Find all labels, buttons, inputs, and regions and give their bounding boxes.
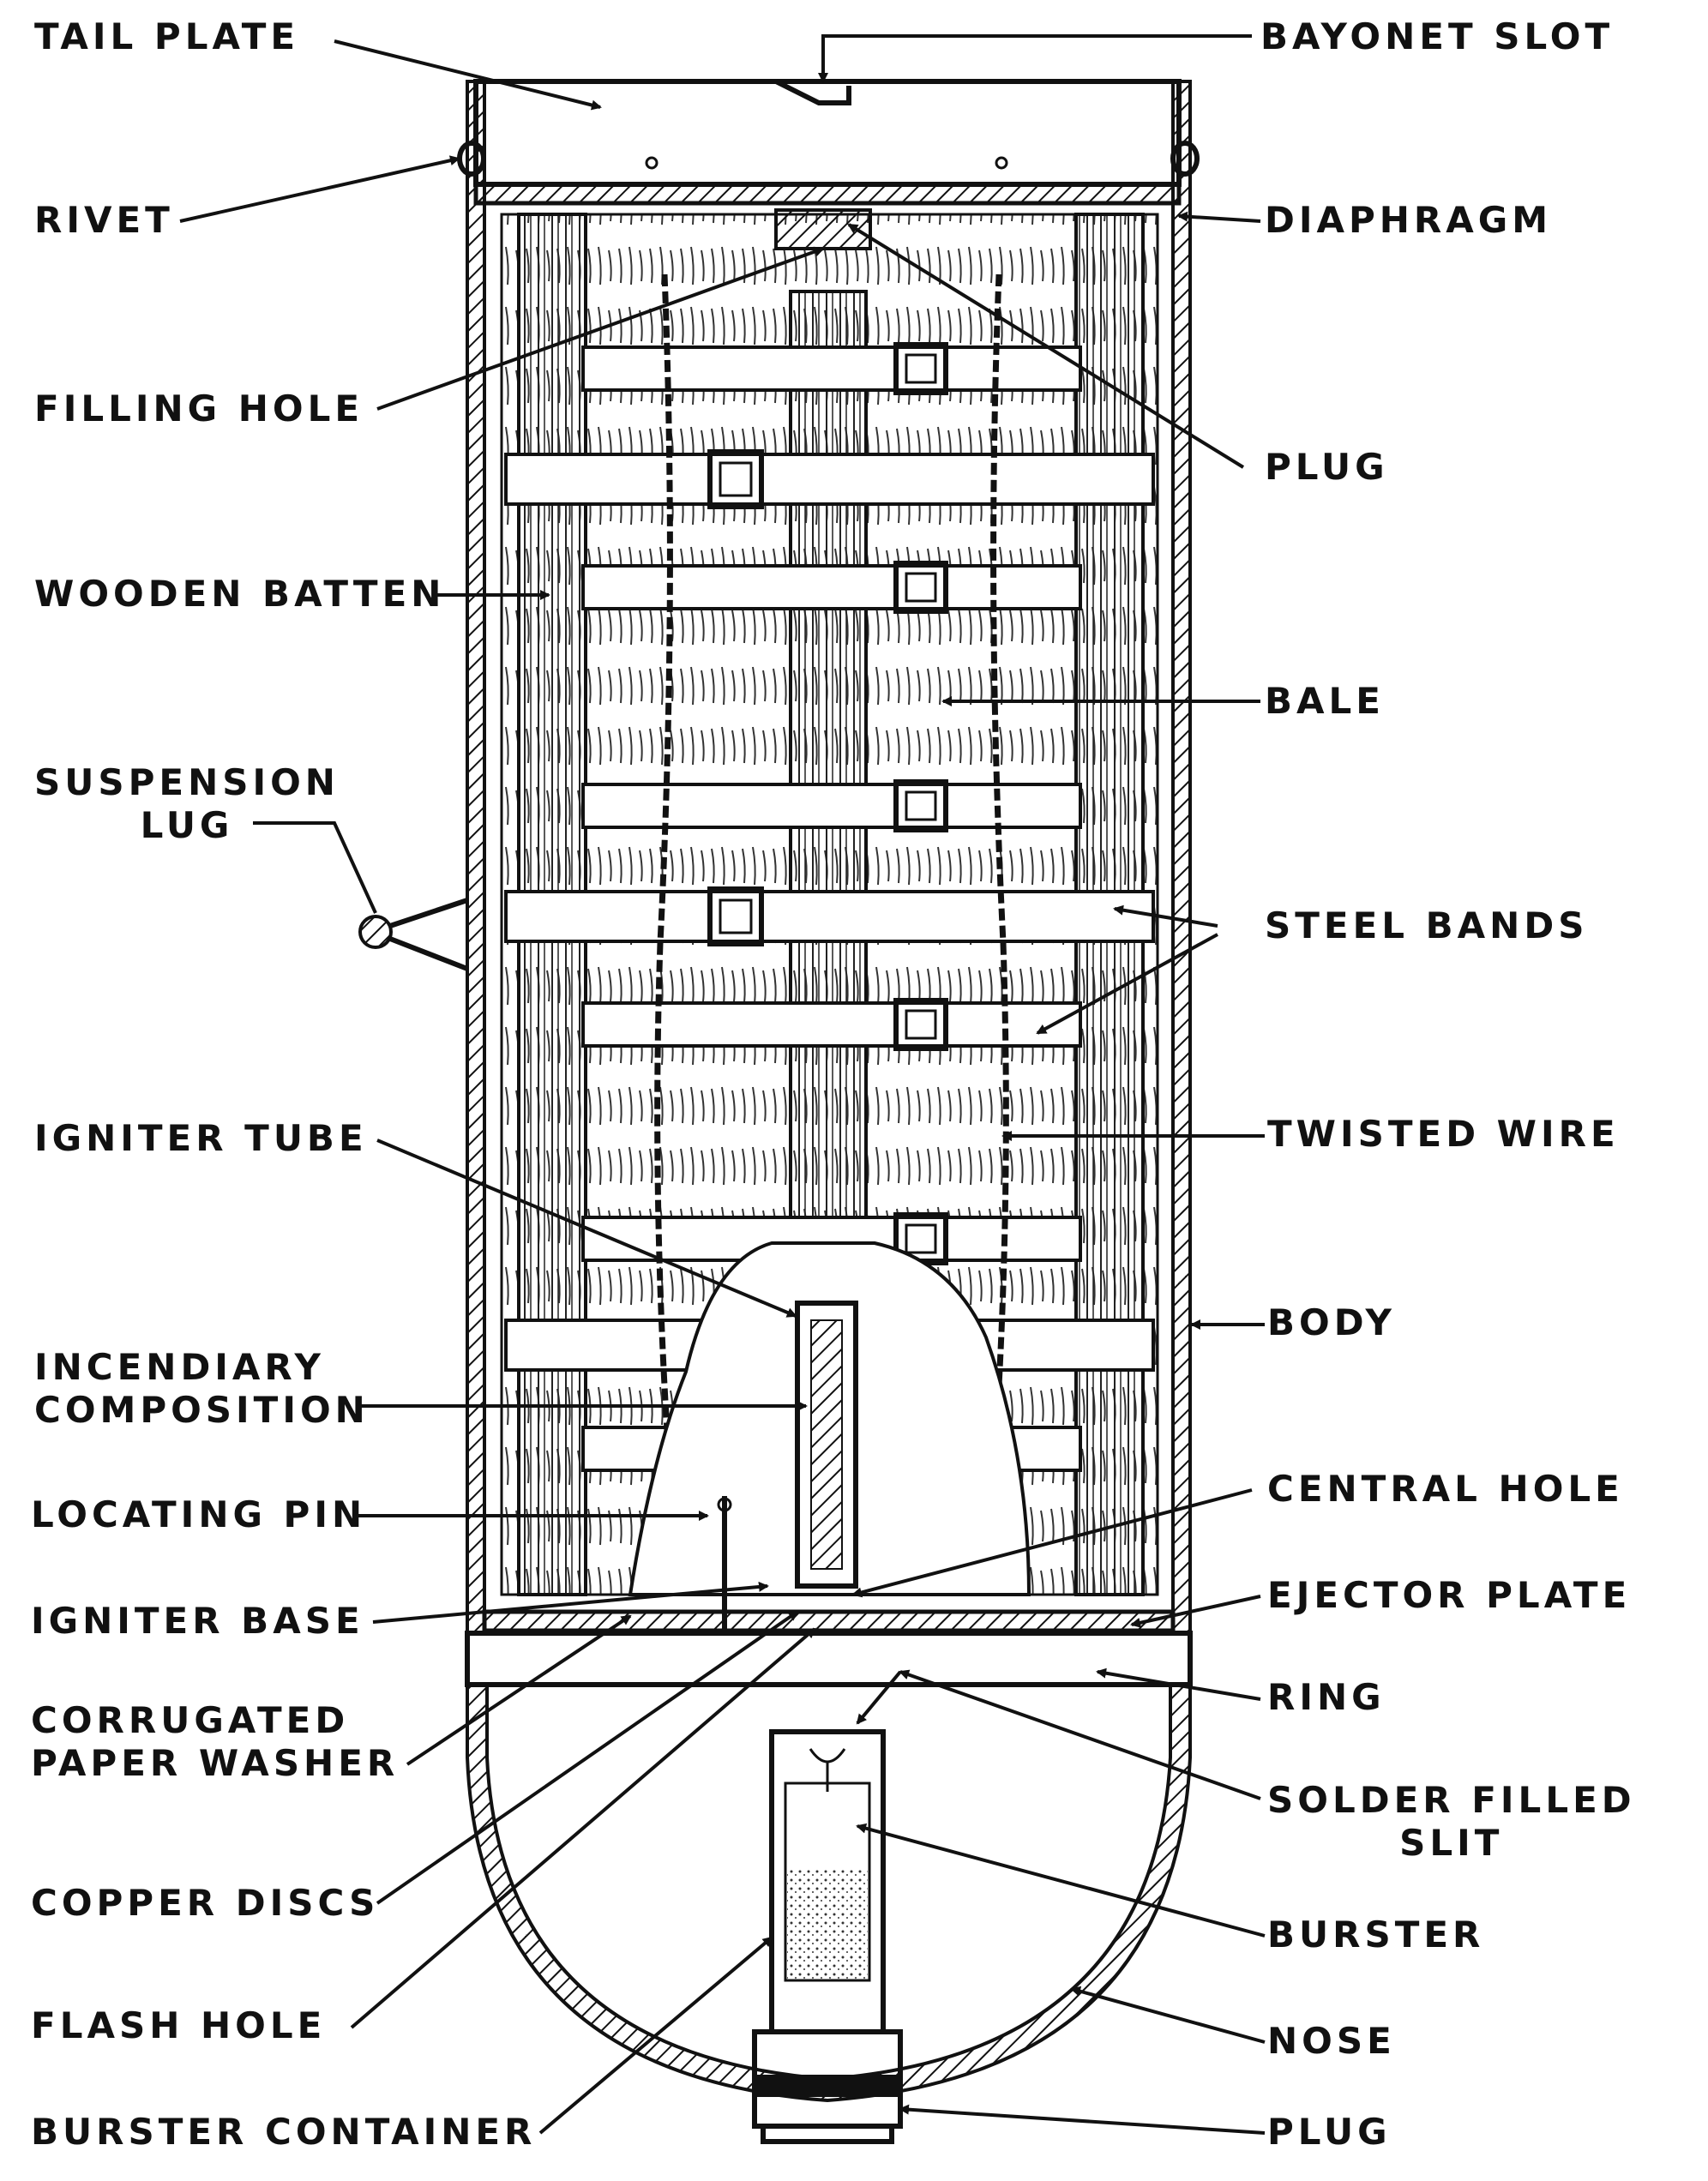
- label-ring: RING: [1267, 1676, 1386, 1718]
- label-diaphragm: DIAPHRAGM: [1265, 199, 1553, 241]
- label-filling-hole: FILLING HOLE: [34, 388, 364, 430]
- label-wooden-batten: WOODEN BATTEN: [34, 573, 446, 615]
- label-ejector-plate: EJECTOR PLATE: [1267, 1574, 1632, 1616]
- tail-plate: [473, 79, 1182, 187]
- twisted-wire: [654, 273, 1009, 1458]
- diaphragm: [473, 182, 1182, 206]
- label-corrugated-paper-washer: CORRUGATED PAPER WASHER: [31, 1699, 400, 1784]
- label-bayonet-slot: BAYONET SLOT: [1260, 15, 1615, 57]
- label-incendiary-composition: INCENDIARY COMPOSITION: [34, 1346, 370, 1431]
- label-tail-plate: TAIL PLATE: [34, 15, 300, 57]
- igniter-tube: [795, 1301, 858, 1589]
- label-copper-discs: COPPER DISCS: [31, 1882, 380, 1924]
- label-plug-bottom: PLUG: [1267, 2111, 1392, 2153]
- label-locating-pin: LOCATING PIN: [31, 1493, 367, 1535]
- label-solder-filled-slit: SOLDER FILLED SLIT: [1267, 1779, 1636, 1864]
- label-igniter-base: IGNITER BASE: [31, 1600, 364, 1642]
- label-burster: BURSTER: [1267, 1914, 1485, 1956]
- label-central-hole: CENTRAL HOLE: [1267, 1468, 1624, 1510]
- suspension-lug: [358, 898, 469, 971]
- band-buckles: [707, 342, 948, 1265]
- label-bale: BALE: [1265, 680, 1385, 722]
- label-suspension-lug: SUSPENSION LUG: [34, 761, 340, 846]
- ring: [465, 1631, 1193, 1687]
- label-flash-hole: FLASH HOLE: [31, 2004, 327, 2046]
- label-burster-container: BURSTER CONTAINER: [31, 2111, 537, 2153]
- label-nose: NOSE: [1267, 2020, 1396, 2062]
- label-igniter-tube: IGNITER TUBE: [34, 1117, 368, 1159]
- label-rivet: RIVET: [34, 199, 174, 241]
- rivets: [457, 141, 1200, 177]
- label-steel-bands: STEEL BANDS: [1265, 904, 1589, 946]
- label-twisted-wire: TWISTED WIRE: [1267, 1113, 1620, 1155]
- label-body: BODY: [1267, 1301, 1396, 1343]
- nose: [466, 1683, 1192, 2103]
- burster-container: [752, 1729, 903, 2144]
- label-plug-top: PLUG: [1265, 446, 1389, 488]
- leader-lines: [179, 34, 1266, 2135]
- ejector-plate: [482, 1609, 1176, 1633]
